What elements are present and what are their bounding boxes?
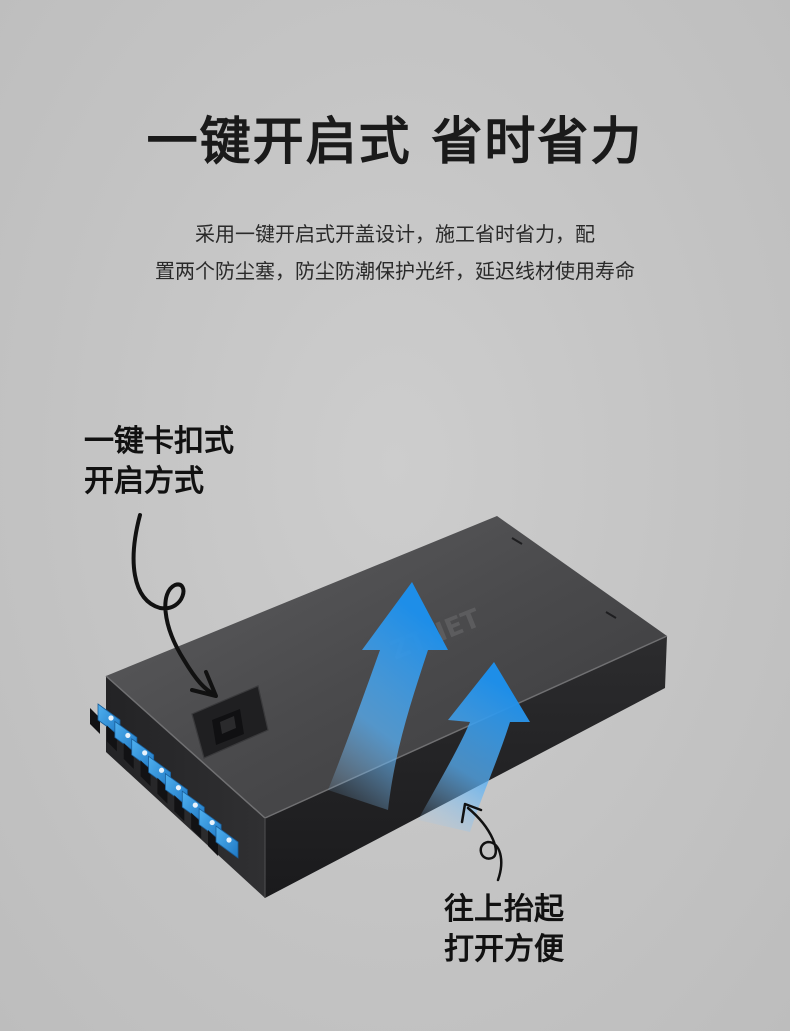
headline: 一键开启式 省时省力	[146, 113, 644, 172]
callout-lift-line-2: 打开方便	[444, 932, 564, 967]
lift-arrow-large	[328, 582, 448, 810]
callout-lift-line-1: 往上抬起	[444, 892, 564, 927]
lift-arrow-small	[418, 662, 530, 832]
description-line-2: 置两个防尘塞，防尘防潮保护光纤，延迟线材使用寿命	[155, 259, 635, 283]
callout-arrow-side	[466, 806, 503, 882]
description: 采用一键开启式开盖设计，施工省时省力，配 置两个防尘塞，防尘防潮保护光纤，延迟线…	[95, 216, 695, 290]
callout-lift: 往上抬起 打开方便	[444, 890, 564, 970]
callout-arrow-latch	[131, 513, 216, 696]
callout-latch-line-1: 一键卡扣式	[84, 424, 234, 459]
callout-latch-line-2: 开启方式	[84, 464, 204, 499]
sc-adapter	[208, 825, 239, 859]
callout-latch: 一键卡扣式 开启方式	[84, 422, 234, 502]
description-line-1: 采用一键开启式开盖设计，施工省时省力，配	[195, 222, 595, 246]
latch-button[interactable]	[191, 685, 269, 759]
adapter-row	[90, 703, 239, 859]
